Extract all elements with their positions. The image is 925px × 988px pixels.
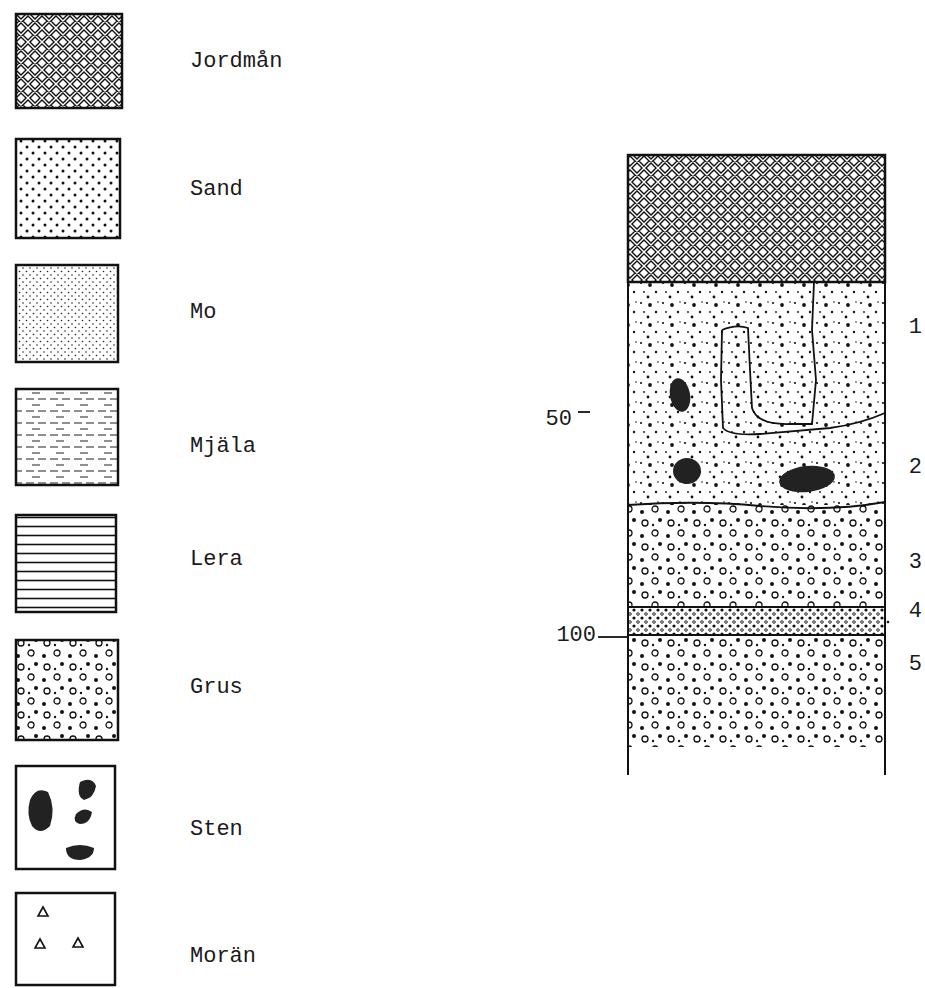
lera-swatch [16,515,116,612]
mo-swatch [16,265,118,362]
moran-swatch [16,893,115,985]
layer-number: 1 [909,316,922,340]
legend-text: Mo [190,301,216,325]
sten-swatch [16,766,115,869]
sand-swatch [16,139,120,238]
layer-number: 3 [909,551,922,575]
legend-text: Lera [190,548,243,572]
layer-number: 2 [909,456,922,480]
legend-text: Sand [190,178,243,202]
moraine-symbols [35,907,83,948]
legend-swatches [16,14,122,985]
grus-swatch [16,640,118,740]
depth-mark: 100 [556,624,596,648]
legend-text: Sten [190,818,243,842]
depth-mark: 50 [546,408,572,432]
stone-symbols [28,780,96,860]
legend-text: Morän [190,945,256,969]
legend-text: Jordmån [190,50,282,74]
mjala-swatch [16,389,118,485]
legend-text: Grus [190,676,243,700]
soil-profile [578,155,889,775]
jordman-swatch [16,14,122,108]
legend-text: Mjäla [190,435,256,459]
layer-number: 5 [909,653,922,677]
layer-number: 4 [909,600,922,624]
